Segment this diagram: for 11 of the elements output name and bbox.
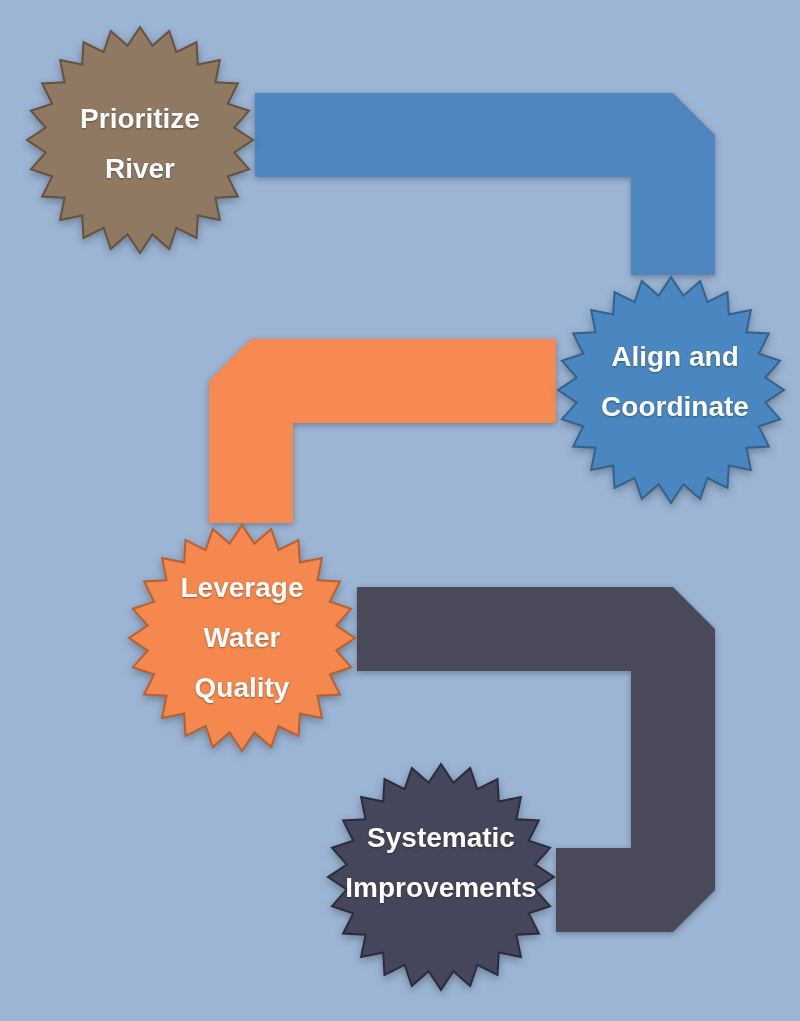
badge-label: Leverage Water Quality xyxy=(179,571,305,705)
starburst-badge xyxy=(556,275,786,505)
badge-label: Align and Coordinate xyxy=(600,340,750,424)
badge-label: Systematic Improvements xyxy=(344,821,538,905)
pipe-connector xyxy=(357,587,715,932)
starburst-badge xyxy=(25,25,255,255)
starburst-badge xyxy=(127,523,357,753)
starburst-badge xyxy=(326,762,556,992)
pipe-connector xyxy=(255,93,715,275)
badge-label: Prioritize River xyxy=(79,102,201,186)
pipe-connector xyxy=(209,339,556,523)
